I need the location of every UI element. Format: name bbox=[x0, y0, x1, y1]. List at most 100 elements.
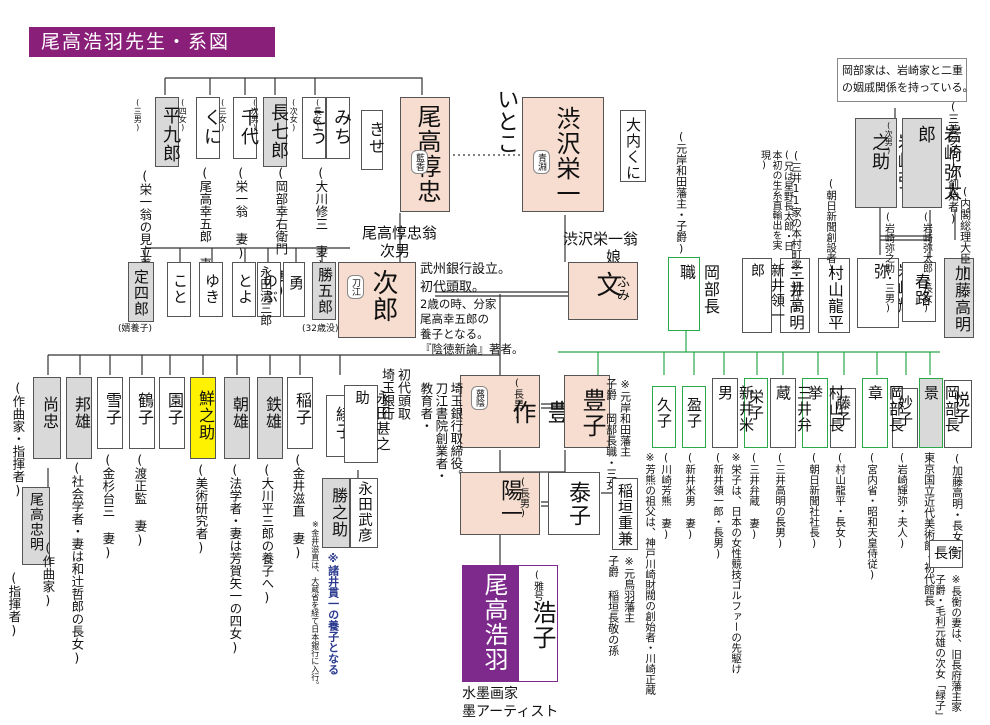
jiro-caption-1: 尾高惇忠翁 bbox=[362, 224, 438, 242]
person-hiroko-name: 浩子 bbox=[528, 600, 556, 650]
person-yoichi: 陽一 (長男) bbox=[460, 472, 540, 535]
okabe-nagakage-note: 東京国立近代美術館・初代館長 bbox=[922, 452, 936, 606]
person-kise: きせ bbox=[361, 110, 385, 170]
sibling-kuni-name: くに bbox=[201, 108, 222, 146]
person-mitsui-takaaki-name: 三井高明 bbox=[787, 265, 805, 331]
okabe-murayama-nagataka: 村山長挙 bbox=[802, 378, 845, 448]
person-toyoko: 豊子 bbox=[564, 375, 610, 448]
toyoko-note-1: ※元岸和田藩主 bbox=[618, 378, 632, 457]
top-note-line2: の姻戚関係を持っている。 bbox=[842, 81, 974, 94]
person-naganori: 長衡 bbox=[929, 540, 963, 568]
child-naotada-note: (作曲家・指揮者) bbox=[10, 380, 26, 498]
fumi-caption-1: 渋沢栄一翁 bbox=[563, 230, 639, 248]
child-tetsuo: 鉄雄 bbox=[257, 377, 283, 459]
child-sennosuke-note: (美術研究者) bbox=[193, 462, 209, 555]
person-jiro-name: 次郎 bbox=[368, 269, 398, 323]
person-odaka-tadaaki-note: (指揮者) bbox=[6, 570, 22, 638]
jiro-caption-2: 次男 bbox=[380, 242, 411, 260]
sibling-heikuro: 平九郎 bbox=[155, 97, 181, 167]
okabe-etsuko-note: (加藤高明・長女) bbox=[950, 452, 964, 555]
okabe-etsuko-name: 悦子 bbox=[951, 391, 970, 425]
sibling-kou: こう bbox=[302, 97, 328, 159]
person-ouchi-kuni-name: 大内くに bbox=[624, 117, 642, 181]
jiro-note1-line1: 武州銀行設立。 bbox=[420, 262, 512, 277]
nagata-katsunosuke: 勝之助 bbox=[322, 478, 350, 548]
okabe-taeko: 妙子 bbox=[892, 388, 918, 448]
person-odaka-kou-name: 尾高浩羽 bbox=[480, 572, 508, 672]
sibling-chiyo: 千代 bbox=[233, 97, 259, 159]
kou-caption-2: 墨アーティスト bbox=[462, 704, 559, 720]
person-jiro: 次郎 刀江 bbox=[338, 262, 416, 338]
child-tsuruko: 鶴子 bbox=[129, 377, 155, 449]
sibling-michi: みち bbox=[326, 97, 352, 159]
sibling-michi-name: みち bbox=[331, 108, 352, 146]
child-ineko-name: 稲子 bbox=[293, 392, 312, 426]
child-sonoko-name: 園子 bbox=[165, 392, 184, 426]
inagaki-note-2: 子爵 稲垣長敬の孫 bbox=[606, 555, 620, 656]
person-kise-name: きせ bbox=[366, 121, 385, 155]
sibling-kou-rel: (次女) bbox=[289, 98, 299, 132]
nagata-jinnosuke-name: 永田甚之助 bbox=[353, 390, 390, 452]
person-haruji-note: (岩崎弥太郎・長女) bbox=[920, 212, 932, 314]
sibling-nobu-name: のぶ bbox=[261, 273, 279, 305]
person-odaka-atsutada-go: 藍香 bbox=[411, 150, 428, 174]
person-inagaki: 稲垣重兼 bbox=[612, 478, 638, 550]
child-sonoko: 園子 bbox=[159, 377, 185, 449]
okabe-murayama-nagataka-name: 村山長挙 bbox=[806, 385, 845, 433]
person-toyosaku-go: 蕗陰 bbox=[471, 386, 488, 410]
jiro-note2-line3: 養子となる。 bbox=[420, 327, 489, 341]
child-tsuruko-name: 鶴子 bbox=[135, 392, 154, 426]
kanai-small-note: ※金井滋直は、大蔵省を経て日本銀行に入行。 bbox=[310, 520, 320, 689]
child-tetsuo-note: (大川平三郎の養子へ) bbox=[259, 462, 275, 605]
person-yoichi-rel: (長男) bbox=[517, 477, 529, 519]
sibling-isamu-name: 勇 bbox=[287, 275, 305, 291]
okabe-mitsui-benzo-name: 三井弁蔵 bbox=[774, 385, 813, 433]
child-tsuruko-note: (渡正監 妻) bbox=[132, 452, 148, 547]
okabe-hisako: 久子 bbox=[652, 386, 676, 448]
nagata-jinnosuke: 永田甚之助 bbox=[344, 385, 390, 463]
person-odaka-atsutada: 尾高惇忠 藍香 bbox=[400, 97, 450, 212]
okabe-eiko-name: 栄子 bbox=[747, 389, 765, 421]
person-shibusawa-go: 青淵 bbox=[533, 150, 550, 174]
person-okabe-nagamoto-name: 岡部長職 bbox=[677, 264, 720, 315]
person-odaka-kou: 尾高浩羽 bbox=[462, 565, 518, 682]
sibling-nobu: のぶ bbox=[257, 262, 281, 317]
sibling-kuni: くに bbox=[196, 97, 222, 159]
person-fumi-name: 文 bbox=[592, 271, 622, 298]
person-okabe-nagamoto: 岡部長職 bbox=[668, 257, 720, 331]
okabe-eiko2: 盈子 bbox=[682, 386, 706, 448]
sibling-katsugoro-name: 勝五郎 bbox=[316, 267, 334, 315]
child-tetsuo-name: 鉄雄 bbox=[263, 396, 282, 430]
odaka-sakkyoku-note: (作曲家) bbox=[40, 540, 56, 608]
okabe-taeko-name: 妙子 bbox=[896, 395, 914, 427]
okabe-nagaakira: 岡部長章 bbox=[862, 378, 905, 448]
jiro-note2-line1: 2歳の時、分家 bbox=[420, 297, 497, 311]
kanai-adoption-note: ※諸井貫一の養子となる bbox=[326, 552, 340, 675]
sibling-chiyo-note: (栄一翁 妻) bbox=[233, 165, 249, 260]
sibling-katsugoro: 勝五郎 bbox=[312, 262, 336, 320]
child-ineko: 稲子 bbox=[287, 377, 313, 449]
okabe-etsuko: 悦子 bbox=[944, 380, 972, 448]
sibling-yuki: ゆき bbox=[199, 262, 223, 317]
okabe-taeko-note: (岩崎輝弥・夫人) bbox=[896, 452, 909, 550]
itoko-label: いとこ bbox=[493, 88, 519, 154]
person-fumi: 文 ふみ bbox=[568, 262, 638, 320]
okabe-fujiko-note: (村山龍平・長女) bbox=[834, 452, 847, 550]
child-naotada-name: 尚忠 bbox=[40, 396, 59, 430]
person-mitsui-takaaki-note: (三井11家の本村町家・初代) bbox=[790, 150, 803, 314]
nagata-note-2: 初代頭取 bbox=[394, 368, 410, 420]
person-murayama: 村山龍平 bbox=[818, 258, 850, 333]
person-ouchi-kuni: 大内くに bbox=[620, 110, 646, 182]
person-hiroko-box: 浩子 (雅号) bbox=[518, 565, 558, 682]
inagaki-note-1: ※元鳥羽藩主 bbox=[622, 555, 636, 623]
sibling-koto-name: こと bbox=[171, 273, 189, 305]
person-yasuko-name: 泰子 bbox=[565, 481, 590, 527]
child-sennosuke-name: 鮮之助 bbox=[196, 390, 215, 441]
sibling-kou-name: こう bbox=[307, 108, 328, 146]
person-toyosaku: 豊作 (長男) 蕗陰 bbox=[460, 375, 571, 448]
okabe-nagakage-name: 岡部長景 bbox=[922, 385, 961, 433]
person-murayama-note: (朝日新聞創設者) bbox=[825, 178, 838, 276]
child-kunio-name: 邦雄 bbox=[72, 396, 91, 430]
person-fumi-reading: ふみ bbox=[613, 275, 629, 301]
person-inagaki-name: 稲垣重兼 bbox=[616, 483, 634, 547]
